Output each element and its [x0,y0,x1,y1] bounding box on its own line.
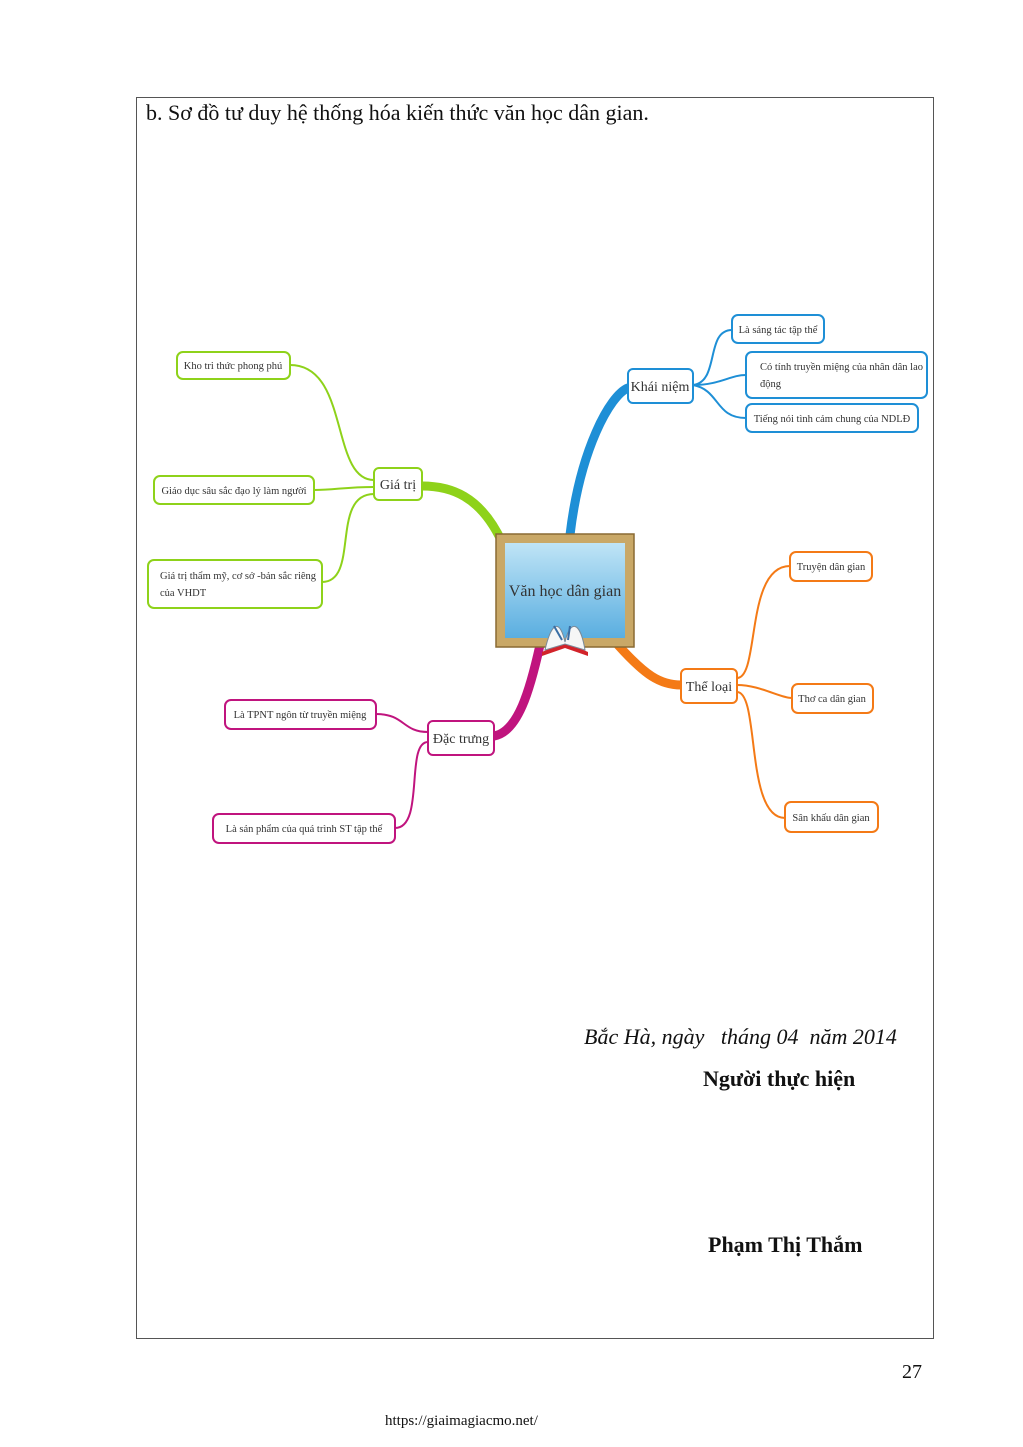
leaf-label: Có tính truyền miệng của nhân dân lao [760,362,923,373]
branch-node-gia-tri: Giá trị [373,467,423,501]
leaf-label: Là sản phẩm của quá trình ST tập thể [226,824,383,835]
leaf-label: Truyện dân gian [797,562,866,573]
content-frame [136,97,934,1339]
mind-map: Khái niệm Là sáng tác tập thể Có tính tr… [147,314,928,844]
leaf-node: Sân khấu dân gian [784,801,879,833]
branch-node-dac-trung: Đặc trưng [427,720,495,756]
leaf-label: Là TPNT ngôn từ truyền miệng [234,710,367,721]
sub-connector-dac-trung [375,713,429,829]
footer-url: https://giaimagiacmo.net/ [385,1413,538,1429]
sub-connector-gia-tri [289,364,375,583]
leaf-label: động [760,379,782,390]
signer-title: Người thực hiện [703,1066,856,1091]
leaf-label: Giá trị thẩm mỹ, cơ sở -bản sắc riêng [160,571,317,582]
page-number: 27 [902,1361,922,1383]
leaf-node: Là sáng tác tập thể [731,314,825,344]
leaf-node: Kho tri thức phong phú [176,351,291,380]
leaf-node: Là TPNT ngôn từ truyền miệng [224,699,377,730]
leaf-label: Là sáng tác tập thể [739,325,818,336]
leaf-label: Thơ ca dân gian [798,694,866,705]
leaf-label: của VHDT [160,588,207,599]
center-node: Văn học dân gian [495,533,635,656]
branch-connector-khai-niem [565,383,633,540]
branch-node-the-loai: Thể loại [680,668,738,704]
book-icon [542,625,588,656]
leaf-node: Thơ ca dân gian [791,683,874,714]
leaf-label: Giáo dục sâu sắc đạo lý làm người [161,486,306,497]
branch-connector-gia-tri [417,481,507,547]
leaf-node: Giáo dục sâu sắc đạo lý làm người [153,475,315,505]
branch-connector-the-loai [613,640,686,690]
center-label: Văn học dân gian [509,583,621,600]
branch-connector-dac-trung [489,640,545,741]
leaf-node: Giá trị thẩm mỹ, cơ sở -bản sắc riêng củ… [147,559,323,609]
place-date: Bắc Hà, ngày tháng 04 năm 2014 [584,1024,897,1049]
leaf-node: Là sản phẩm của quá trình ST tập thể [212,813,396,844]
sub-connector-the-loai [736,565,793,819]
leaf-node: Truyện dân gian [789,551,873,582]
leaf-label: Sân khấu dân gian [792,813,870,824]
leaf-node: Tiếng nói tình cảm chung của NDLĐ [745,403,919,433]
sub-connector-khai-niem [692,329,747,419]
leaf-node: Có tính truyền miệng của nhân dân lao độ… [745,351,928,399]
leaf-label: Tiếng nói tình cảm chung của NDLĐ [754,414,911,425]
leaf-label: Kho tri thức phong phú [184,361,283,372]
signer-name: Phạm Thị Thắm [708,1232,863,1257]
branch-label-the-loai: Thể loại [686,680,732,695]
branch-label-gia-tri: Giá trị [380,478,416,493]
branch-node-khai-niem: Khái niệm [627,368,694,404]
section-heading: b. Sơ đồ tư duy hệ thống hóa kiến thức v… [146,100,649,125]
branch-label-khai-niem: Khái niệm [631,380,690,395]
branch-label-dac-trung: Đặc trưng [433,732,489,747]
